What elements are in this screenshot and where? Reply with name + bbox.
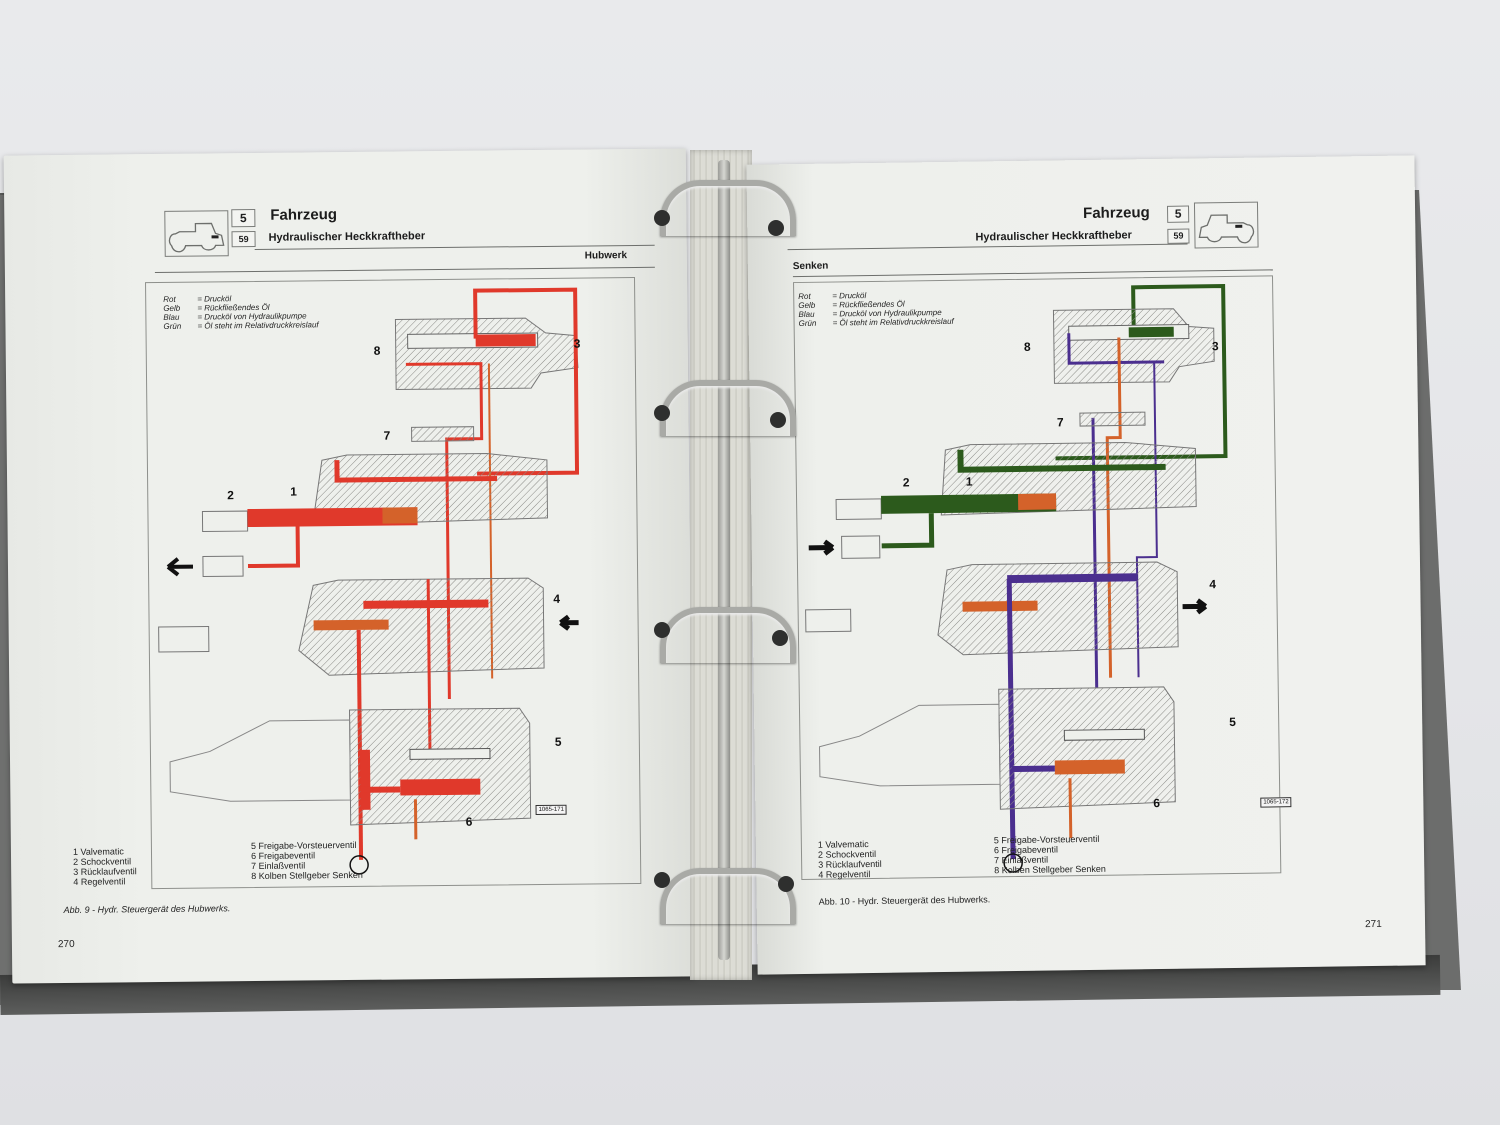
ring-end bbox=[654, 872, 670, 888]
binder-ring-4 bbox=[660, 868, 796, 924]
section-number-box: 59 bbox=[1167, 228, 1190, 244]
figure-caption: Abb. 9 - Hydr. Steuergerät des Hubwerks. bbox=[63, 903, 231, 916]
page-left: 5 59 Fahrzeug Hydraulischer Heckkraftheb… bbox=[3, 148, 695, 984]
callout-6: 6 bbox=[1153, 796, 1160, 810]
callout-7: 7 bbox=[1057, 415, 1064, 429]
subsection-label: Hubwerk bbox=[584, 250, 628, 262]
ring-end bbox=[770, 412, 786, 428]
parts-list-col2: 5 Freigabe-Vorsteuerventil 6 Freigabeven… bbox=[993, 833, 1106, 876]
figure-code: 1065-171 bbox=[535, 804, 567, 816]
binder-ring-1 bbox=[660, 180, 796, 236]
tractor-icon bbox=[1193, 201, 1259, 249]
figure-code: 1065-172 bbox=[1260, 797, 1292, 808]
callout-4: 4 bbox=[1209, 577, 1216, 591]
section-title: Hydraulischer Heckkraftheber bbox=[975, 229, 1133, 244]
callout-6: 6 bbox=[466, 815, 473, 829]
subsection-rule bbox=[154, 266, 655, 274]
callout-8: 8 bbox=[1024, 340, 1031, 354]
callout-1: 1 bbox=[290, 485, 297, 499]
figure-caption: Abb. 10 - Hydr. Steuergerät des Hubwerks… bbox=[818, 894, 991, 907]
callout-1: 1 bbox=[966, 475, 973, 489]
ring-end bbox=[654, 405, 670, 421]
parts-list-col1: 1 Valvematic 2 Schockventil 3 Rücklaufve… bbox=[817, 839, 882, 880]
chapter-title: Fahrzeug bbox=[1082, 204, 1150, 223]
subsection-label: Senken bbox=[792, 260, 829, 273]
section-number-box: 59 bbox=[231, 230, 256, 248]
callout-3: 3 bbox=[1212, 339, 1219, 353]
page-number: 270 bbox=[57, 938, 75, 951]
section-title: Hydraulischer Heckkraftheber bbox=[268, 230, 426, 244]
chapter-number-box: 5 bbox=[231, 208, 256, 228]
tractor-icon bbox=[164, 210, 229, 257]
callout-3: 3 bbox=[574, 337, 581, 351]
callout-2: 2 bbox=[227, 488, 234, 502]
callout-5: 5 bbox=[1229, 715, 1236, 729]
parts-list-col1: 1 Valvematic 2 Schockventil 3 Rücklaufve… bbox=[72, 846, 137, 887]
ring-end bbox=[768, 220, 784, 236]
ring-end bbox=[654, 210, 670, 226]
callout-2: 2 bbox=[903, 475, 910, 489]
hydraulic-diagram-hubwerk: 8 3 7 2 1 4 5 6 bbox=[158, 287, 581, 875]
ring-mechanism bbox=[718, 160, 730, 960]
callout-5: 5 bbox=[555, 735, 562, 749]
callout-7: 7 bbox=[384, 429, 391, 443]
callout-4: 4 bbox=[553, 592, 560, 606]
chapter-number-box: 5 bbox=[1166, 205, 1190, 223]
parts-list-col2: 5 Freigabe-Vorsteuerventil 6 Freigabeven… bbox=[250, 839, 363, 882]
ring-end bbox=[778, 876, 794, 892]
page-right: Fahrzeug 5 Hydraulischer Heckkraftheber … bbox=[746, 155, 1426, 975]
header-rule bbox=[254, 244, 655, 250]
header-rule bbox=[787, 243, 1188, 251]
hydraulic-diagram-senken: 8 3 7 2 1 4 5 6 bbox=[805, 284, 1236, 873]
page-number: 271 bbox=[1364, 918, 1382, 931]
ring-end bbox=[654, 622, 670, 638]
ring-end bbox=[772, 630, 788, 646]
callout-8: 8 bbox=[374, 344, 381, 358]
chapter-title: Fahrzeug bbox=[270, 206, 338, 224]
